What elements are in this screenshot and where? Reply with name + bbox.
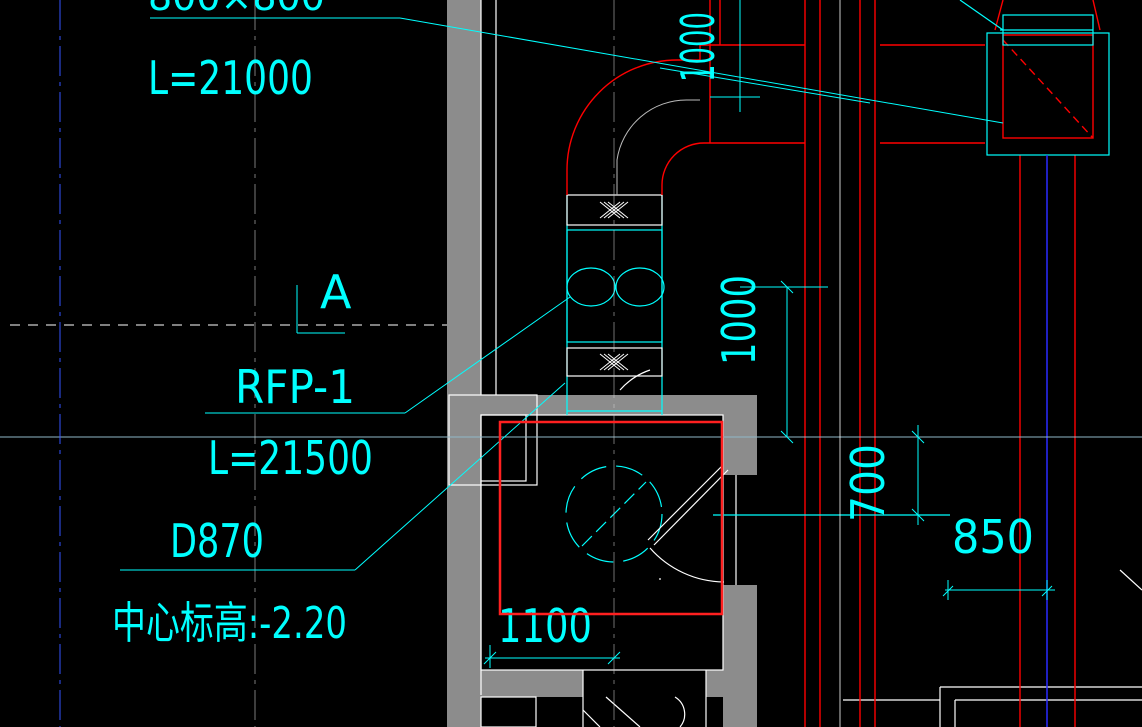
dim-1000-vertical-top-label: 1000 (671, 12, 725, 82)
wall-right-upper (723, 395, 757, 475)
section-mark-label: A (320, 265, 352, 319)
dim-1100-label: 1100 (498, 599, 592, 653)
length-label-mid: L=21500 (208, 431, 373, 485)
wall-layer (447, 0, 757, 727)
leader-lines (120, 0, 1055, 668)
dim-700-label: 700 (841, 444, 895, 522)
wall-right-lower (723, 585, 757, 727)
equipment-id-label: RFP-1 (235, 360, 355, 414)
length-label-top: L=21000 (148, 51, 313, 105)
dim-1000-vertical-mid-label: 1000 (712, 275, 766, 365)
duct-elbow-red (566, 0, 1101, 727)
dim-850-label: 850 (952, 510, 1034, 564)
center-elevation-label: 中心标高:-2.20 (112, 598, 347, 649)
duct-size-label-top: 800×800 (148, 0, 325, 19)
wall-vertical-left (447, 0, 481, 395)
diameter-label: D870 (170, 514, 264, 568)
wall-bottom-opening (583, 670, 706, 697)
selection-highlight-box (498, 420, 724, 616)
vertical-shaft-box (959, 0, 1110, 156)
elbow-centerline (616, 99, 700, 195)
duct-vertical (566, 194, 665, 415)
wall-top-slab (447, 395, 757, 415)
